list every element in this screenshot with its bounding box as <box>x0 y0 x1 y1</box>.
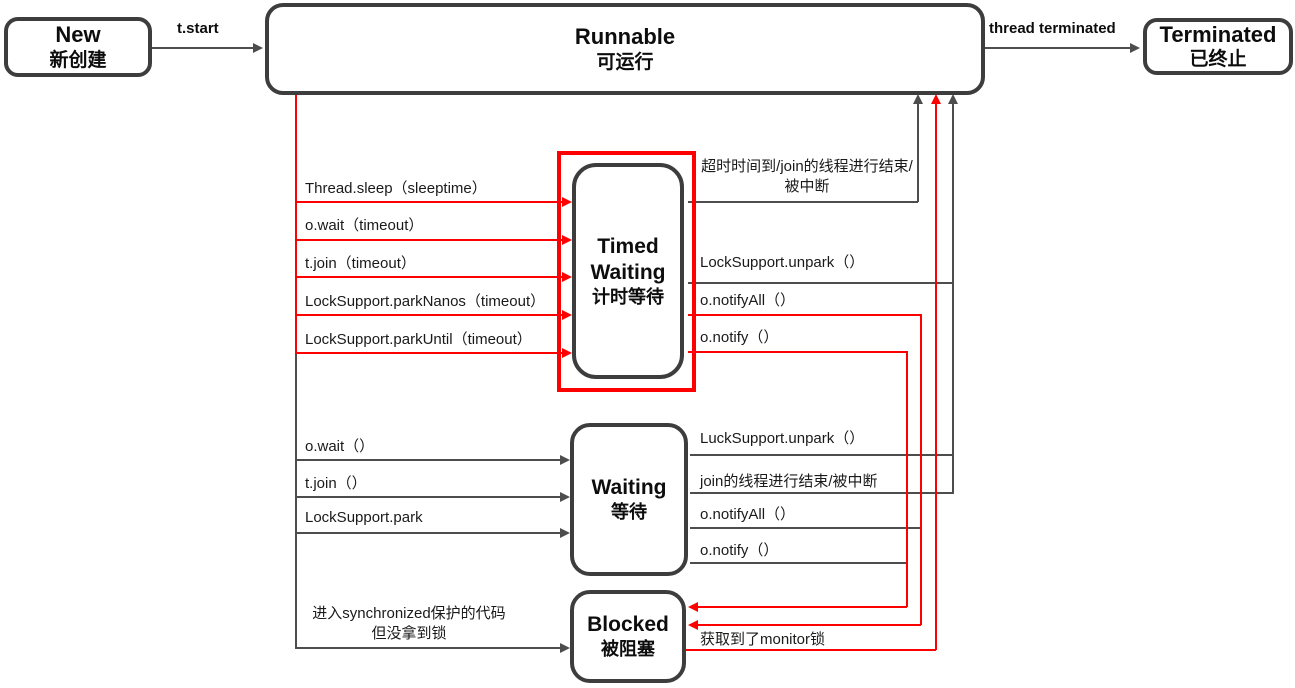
node-blocked: Blocked 被阻塞 <box>570 590 686 683</box>
edge-line-notify-all-timed <box>688 314 921 316</box>
node-waiting: Waiting 等待 <box>570 423 688 576</box>
node-runnable-title: Runnable <box>574 24 676 50</box>
node-timed-waiting: Timed Waiting 计时等待 <box>572 163 684 379</box>
edge-line-o-wait-timeout <box>295 239 563 241</box>
arrowhead-park-until <box>562 348 572 358</box>
node-timed-waiting-subtitle: 计时等待 <box>592 287 664 307</box>
edge-label-park-nanos: LockSupport.parkNanos（timeout） <box>305 293 546 310</box>
edge-line-timeout-end-h <box>688 201 918 203</box>
edge-label-enter-sync: 进入synchronized保护的代码 但没拿到锁 <box>298 604 520 645</box>
edge-label-thread-terminated: thread terminated <box>989 20 1116 37</box>
edge-line-new-to-runnable <box>152 47 256 49</box>
edge-label-unpark-timed: LockSupport.unpark（） <box>700 254 865 271</box>
edge-line-lock-support-park <box>295 532 560 534</box>
node-terminated: Terminated 已终止 <box>1143 18 1293 75</box>
edge-label-o-wait: o.wait（） <box>305 438 375 455</box>
edge-line-runnable-to-terminated <box>985 47 1132 49</box>
arrowhead-t-join-timeout <box>562 272 572 282</box>
arrowhead-new-to-runnable <box>253 43 263 53</box>
edge-line-into-blocked-2 <box>697 624 921 626</box>
edge-label-t-join-timeout: t.join（timeout） <box>305 255 416 272</box>
arrowhead-thread-sleep <box>562 197 572 207</box>
edge-line-enter-sync <box>295 647 560 649</box>
timed-waiting-highlight-box <box>557 151 696 392</box>
edge-line-notify-all-waiting <box>690 527 921 529</box>
node-waiting-title: Waiting <box>591 476 667 500</box>
arrowhead-into-blocked-2 <box>688 620 698 630</box>
edge-label-enter-sync-line2: 但没拿到锁 <box>371 625 447 643</box>
edge-line-o-wait <box>295 459 560 461</box>
edge-line-join-end-waiting <box>690 492 953 494</box>
edge-label-timeout-end-line2: 被中断 <box>784 178 830 196</box>
node-blocked-title: Blocked <box>587 613 669 637</box>
edge-line-timeout-end-v <box>917 103 919 202</box>
node-timed-waiting-title2: Waiting <box>590 260 666 284</box>
edge-label-timeout-end-line1: 超时时间到/join的线程进行结束/ <box>701 158 913 175</box>
arrowhead-into-blocked-1 <box>688 602 698 612</box>
edge-label-thread-sleep: Thread.sleep（sleeptime） <box>305 180 487 197</box>
edge-label-monitor-lock: 获取到了monitor锁 <box>700 631 826 648</box>
edge-line-unpark-shared-v <box>952 103 954 494</box>
edge-line-notify-timed <box>688 351 907 353</box>
edge-line-monitor-lock-h <box>686 649 936 651</box>
edge-line-thread-sleep <box>295 201 563 203</box>
edge-line-monitor-lock-v <box>935 103 937 650</box>
edge-label-join-end-waiting: join的线程进行结束/被中断 <box>700 473 878 490</box>
edge-line-t-join <box>295 496 560 498</box>
arrowhead-runnable-to-terminated <box>1130 43 1140 53</box>
node-new-subtitle: 新创建 <box>49 49 107 71</box>
edge-line-notify-waiting <box>690 562 907 564</box>
arrowhead-o-wait <box>560 455 570 465</box>
edge-line-unpark-waiting <box>690 454 953 456</box>
edge-line-notify-all-v <box>920 314 922 625</box>
edge-label-park-until: LockSupport.parkUntil（timeout） <box>305 331 532 348</box>
node-waiting-subtitle: 等待 <box>611 502 647 523</box>
edge-label-enter-sync-line1: 进入synchronized保护的代码 <box>312 605 506 622</box>
node-terminated-subtitle: 已终止 <box>1189 49 1247 71</box>
edge-label-notify-all-waiting: o.notifyAll（） <box>700 506 796 523</box>
edge-label-lock-support-park: LockSupport.park <box>305 509 423 526</box>
arrowhead-enter-sync <box>560 643 570 653</box>
node-terminated-title: Terminated <box>1159 21 1277 47</box>
arrowhead-timeout-end <box>913 94 923 104</box>
node-new: New 新创建 <box>4 17 152 77</box>
node-new-title: New <box>55 22 101 48</box>
edge-label-t-join: t.join（） <box>305 475 367 492</box>
arrowhead-park-nanos <box>562 310 572 320</box>
arrowhead-o-wait-timeout <box>562 235 572 245</box>
edge-label-notify-waiting: o.notify（） <box>700 542 779 559</box>
node-runnable-subtitle: 可运行 <box>596 51 654 73</box>
edge-line-into-blocked-1 <box>697 606 907 608</box>
arrowhead-monitor-lock <box>931 94 941 104</box>
edge-label-o-wait-timeout: o.wait（timeout） <box>305 217 424 234</box>
trunk-gray-runnable-down <box>295 353 297 649</box>
edge-line-notify-v <box>906 351 908 607</box>
edge-line-park-until <box>295 352 563 354</box>
arrowhead-t-join <box>560 492 570 502</box>
edge-label-notify-timed: o.notify（） <box>700 329 779 346</box>
node-timed-waiting-title1: Timed <box>597 234 659 258</box>
edge-label-t-start: t.start <box>177 20 219 37</box>
node-blocked-subtitle: 被阻塞 <box>601 639 655 660</box>
arrowhead-unpark-to-runnable <box>948 94 958 104</box>
edge-label-notify-all-timed: o.notifyAll（） <box>700 292 796 309</box>
edge-line-unpark-timed <box>688 282 953 284</box>
trunk-red-runnable-down <box>295 91 297 353</box>
arrowhead-lock-support-park <box>560 528 570 538</box>
edge-label-unpark-waiting: LuckSupport.unpark（） <box>700 430 865 447</box>
node-runnable: Runnable 可运行 <box>265 3 985 95</box>
edge-line-park-nanos <box>295 314 563 316</box>
edge-label-timeout-end: 超时时间到/join的线程进行结束/ 被中断 <box>695 157 919 198</box>
edge-line-t-join-timeout <box>295 276 563 278</box>
